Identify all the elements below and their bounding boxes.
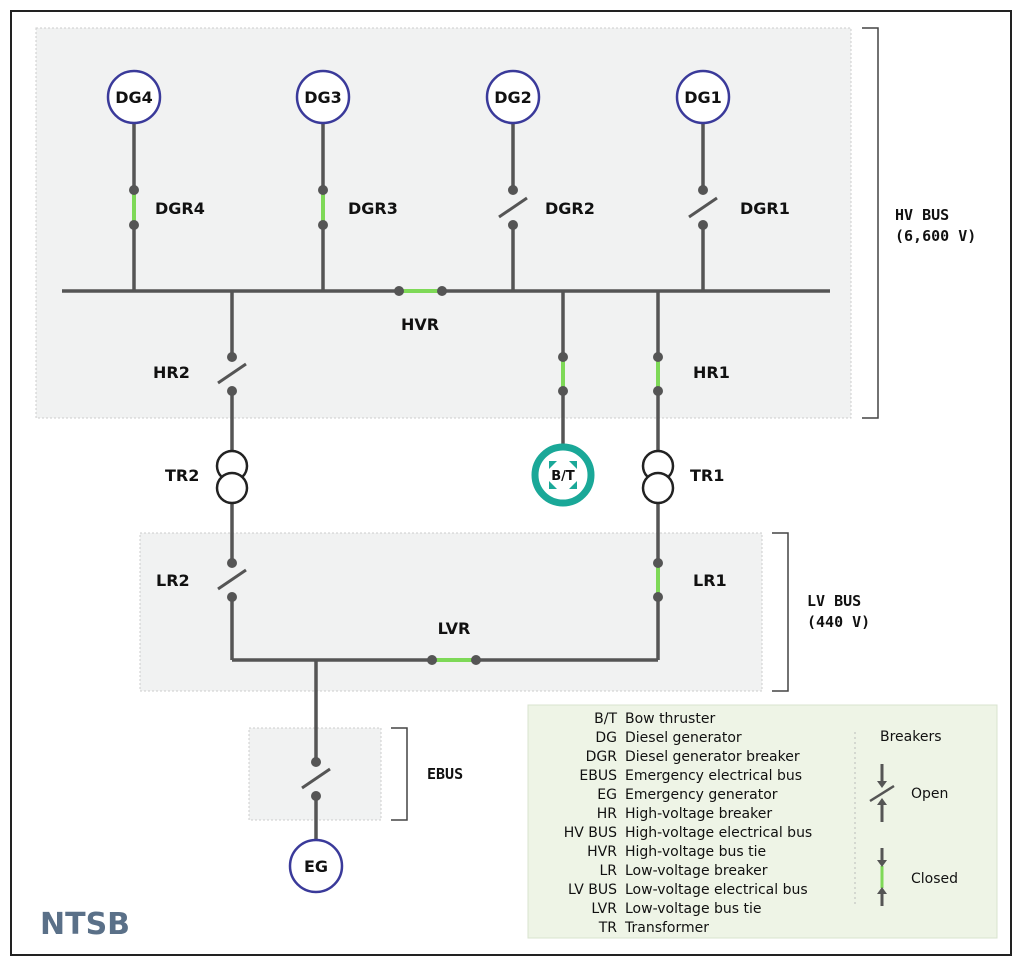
dg2-generator-icon — [485, 69, 541, 125]
dg3-label: DG3 — [304, 88, 342, 107]
ebus-label: EBUS — [427, 765, 463, 783]
dgr1-open-slash — [688, 196, 718, 219]
dg3-generator-icon — [295, 69, 351, 125]
dgr4-label: DGR4 — [155, 199, 205, 218]
eg-label: EG — [304, 857, 328, 876]
hr2-open-slash — [217, 362, 247, 385]
legend-closed-breaker-icon — [877, 848, 887, 906]
legend-description: Diesel generator breaker — [625, 749, 800, 765]
dgr2-label: DGR2 — [545, 199, 595, 218]
legend-abbr: HR — [597, 806, 618, 822]
dg1-label: DG1 — [684, 88, 722, 107]
legend-open-breaker-icon — [869, 764, 895, 822]
legend-description: Transformer — [624, 920, 709, 936]
dg2-label: DG2 — [494, 88, 532, 107]
dg1-generator-icon — [675, 69, 731, 125]
lr2-open-slash — [217, 568, 247, 591]
dg4-generator-icon — [106, 69, 162, 125]
legend-abbr: DG — [595, 730, 617, 746]
ebus-open-slash — [301, 767, 331, 790]
legend-abbr: EBUS — [579, 768, 617, 784]
legend-description: Low-voltage electrical bus — [625, 882, 808, 898]
hr2-label: HR2 — [153, 363, 190, 382]
hv-bus-label: HV BUS — [895, 206, 949, 224]
dgr1-label: DGR1 — [740, 199, 790, 218]
bow-thruster-icon — [531, 443, 595, 507]
dg4-label: DG4 — [115, 88, 153, 107]
tr2-transformer-icon — [215, 449, 249, 505]
eg-generator-icon — [288, 838, 344, 894]
hv-bus-voltage: (6,600 V) — [895, 227, 976, 245]
bt-label: B/T — [551, 469, 575, 484]
legend-abbr: HVR — [587, 844, 617, 860]
tr2-label: TR2 — [165, 466, 199, 485]
legend-description: Low-voltage bus tie — [625, 901, 762, 917]
dgr3-label: DGR3 — [348, 199, 398, 218]
legend-abbr: LV BUS — [568, 882, 617, 898]
ntsb-logo: NTSB — [40, 907, 130, 942]
dgr2-open-slash — [498, 196, 528, 219]
legend-description: Emergency electrical bus — [625, 768, 802, 784]
legend-description: Low-voltage breaker — [625, 863, 768, 879]
lv-bus-label: LV BUS — [807, 592, 861, 610]
lr2-label: LR2 — [156, 571, 190, 590]
legend-description: Bow thruster — [625, 711, 715, 727]
hvr-label: HVR — [401, 315, 439, 334]
legend-abbr: B/T — [594, 711, 617, 727]
hr1-label: HR1 — [693, 363, 730, 382]
legend-description: Emergency generator — [625, 787, 778, 803]
legend-open-label: Open — [911, 786, 948, 802]
lvr-label: LVR — [438, 619, 471, 638]
ebus-bracket — [391, 727, 408, 821]
legend-abbr: LVR — [591, 901, 617, 917]
lv-bus-voltage: (440 V) — [807, 613, 870, 631]
legend-abbr: EG — [597, 787, 617, 803]
legend-description: High-voltage bus tie — [625, 844, 766, 860]
hv-bus-bracket — [862, 27, 879, 419]
tr1-transformer-icon — [641, 449, 675, 505]
tr1-label: TR1 — [690, 466, 724, 485]
legend-description: Diesel generator — [625, 730, 742, 746]
lr1-label: LR1 — [693, 571, 727, 590]
legend-closed-label: Closed — [911, 871, 958, 887]
legend-abbr: LR — [599, 863, 617, 879]
lv-bus-bracket — [772, 532, 789, 692]
legend-abbr: TR — [598, 920, 618, 936]
legend-breakers-title: Breakers — [880, 729, 942, 745]
legend-description: High-voltage electrical bus — [625, 825, 812, 841]
legend-abbr: HV BUS — [564, 825, 617, 841]
legend-abbr: DGR — [586, 749, 618, 765]
legend-description: High-voltage breaker — [625, 806, 772, 822]
